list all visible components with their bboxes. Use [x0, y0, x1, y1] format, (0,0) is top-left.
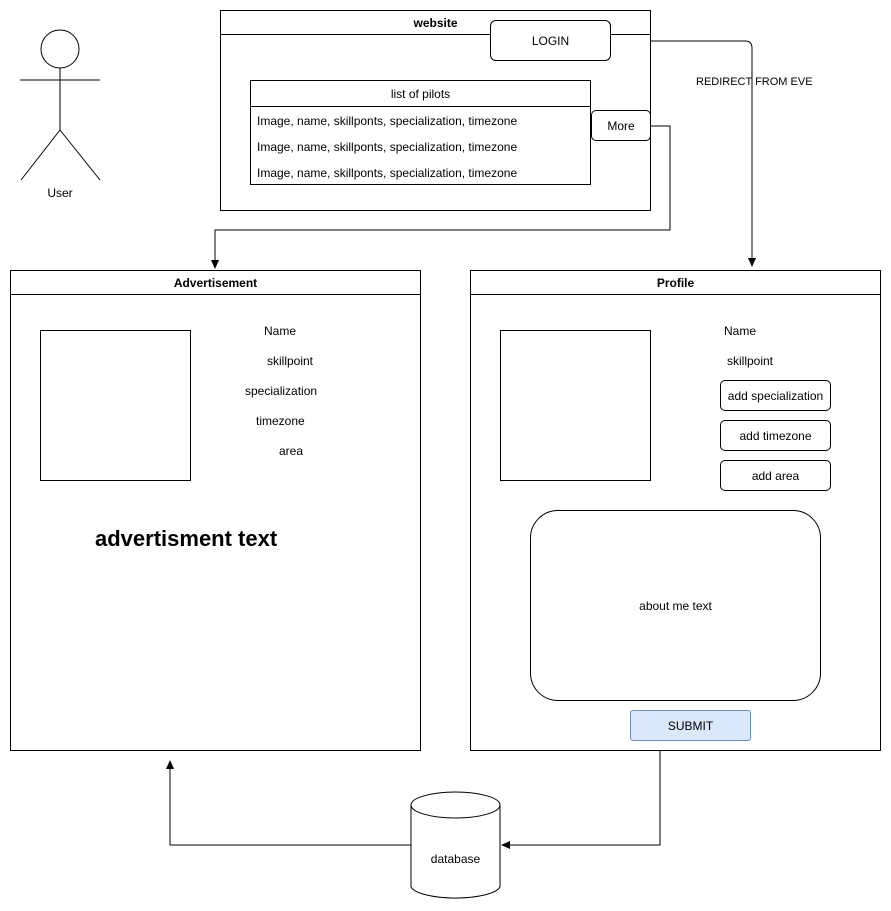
database-cylinder-icon [410, 791, 501, 899]
advertisement-body-text: advertisment text [95, 526, 278, 551]
add-specialization-button[interactable]: add specialization [720, 380, 831, 411]
about-me-textarea[interactable]: about me text [530, 510, 821, 701]
pilot-list-row[interactable]: Image, name, skillponts, specialization,… [257, 166, 518, 180]
add-area-button[interactable]: add area [720, 460, 831, 491]
advertisement-specialization: specialization [245, 384, 318, 398]
more-to-advertisement-connector [211, 125, 671, 269]
user-label: User [47, 186, 73, 200]
pilot-list-row[interactable]: Image, name, skillponts, specialization,… [257, 140, 518, 154]
website-title: website [221, 11, 650, 35]
profile-image-placeholder [500, 330, 651, 481]
advertisement-name: Name [264, 324, 297, 338]
pilot-list: list of pilots Image, name, skillponts, … [250, 80, 591, 185]
login-button[interactable]: LOGIN [490, 20, 611, 61]
pilot-list-title: list of pilots [251, 81, 590, 107]
database-to-advertisement-connector [166, 760, 411, 846]
advertisement-title: Advertisement [11, 271, 420, 295]
advertisement-frame: Advertisement [10, 270, 421, 751]
advertisement-area: area [279, 444, 304, 458]
more-button[interactable]: More [591, 110, 651, 141]
database-label: database [430, 852, 481, 866]
profile-title: Profile [471, 271, 880, 295]
redirect-connector [610, 40, 756, 267]
advertisement-timezone: timezone [256, 414, 305, 428]
user-actor-icon [20, 29, 101, 181]
advertisement-skillpoint: skillpoint [267, 354, 314, 368]
profile-skillpoint: skillpoint [727, 354, 774, 368]
advertisement-image-placeholder [40, 330, 191, 481]
redirect-label: REDIRECT FROM EVE [696, 76, 813, 88]
add-timezone-button[interactable]: add timezone [720, 420, 831, 451]
pilot-list-row[interactable]: Image, name, skillponts, specialization,… [257, 114, 518, 128]
profile-name: Name [724, 324, 757, 338]
submit-button[interactable]: SUBMIT [630, 710, 751, 741]
submit-to-database-connector [501, 741, 661, 849]
